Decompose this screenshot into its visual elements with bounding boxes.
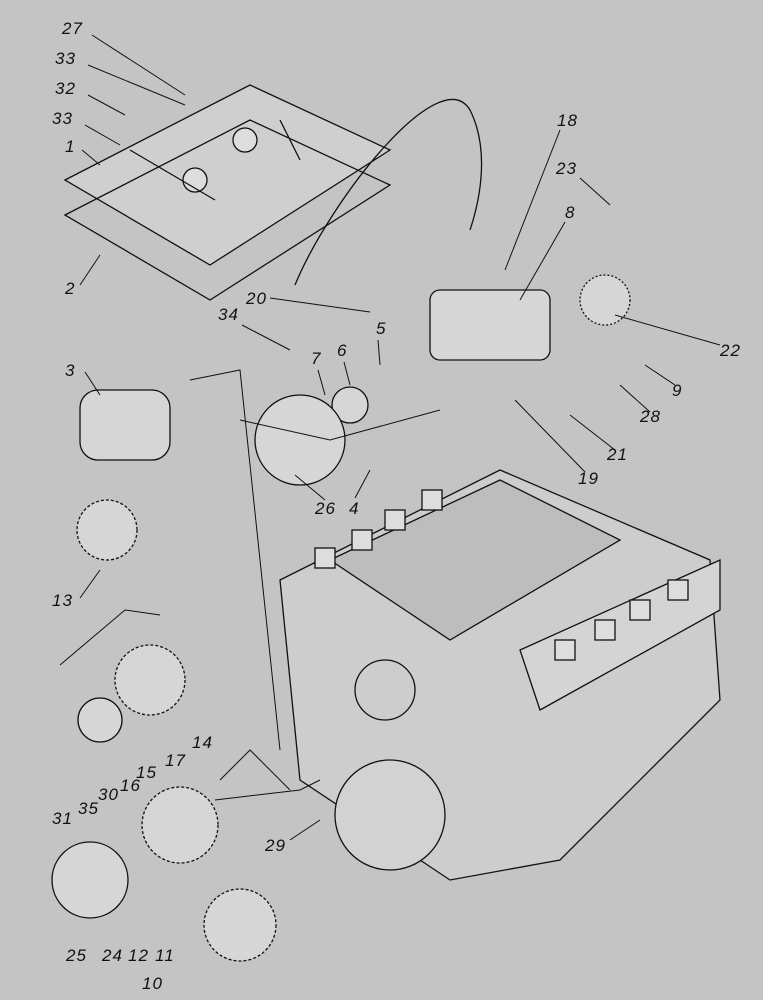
wire-loop (294, 98, 483, 286)
part-label-7: 7 (311, 349, 322, 368)
part-label-24: 24 (102, 946, 123, 965)
housing (279, 469, 721, 881)
part-label-22: 22 (720, 341, 741, 360)
part-label-10: 10 (142, 974, 163, 993)
part-label-9: 9 (672, 381, 683, 400)
part-label-12: 12 (128, 946, 149, 965)
part-label-19: 19 (578, 469, 599, 488)
part-label-8: 8 (565, 203, 576, 222)
part-label-3: 3 (65, 361, 76, 380)
part-label-17: 17 (165, 751, 186, 770)
part-label-25: 25 (66, 946, 87, 965)
part-label-11: 11 (155, 946, 175, 965)
part-label-6: 6 (337, 341, 348, 360)
part-label-31: 31 (52, 809, 73, 828)
part-label-29: 29 (265, 836, 286, 855)
cover-plate (63, 84, 392, 301)
part-label-1: 1 (65, 137, 76, 156)
part-label-32: 32 (55, 79, 76, 98)
part-label-23: 23 (556, 159, 577, 178)
part-label-34: 34 (218, 305, 239, 324)
part-label-27: 27 (62, 19, 83, 38)
part-label-2: 2 (65, 279, 76, 298)
part-label-26: 26 (315, 499, 336, 518)
part-label-15: 15 (136, 763, 157, 782)
part-label-35: 35 (78, 799, 99, 818)
part-label-5: 5 (376, 319, 387, 338)
part-label-30: 30 (98, 785, 119, 804)
part-label-14: 14 (192, 733, 213, 752)
part-label-13: 13 (52, 591, 73, 610)
leader-lines (59, 34, 721, 841)
part-label-18: 18 (557, 111, 578, 130)
part-label-16: 16 (120, 776, 141, 795)
part-label-33: 33 (55, 49, 76, 68)
governor-unit (51, 274, 631, 962)
part-label-20: 20 (246, 289, 267, 308)
part-label-21: 21 (607, 445, 628, 464)
part-label-33: 33 (52, 109, 73, 128)
part-label-28: 28 (640, 407, 661, 426)
part-label-4: 4 (349, 499, 360, 518)
